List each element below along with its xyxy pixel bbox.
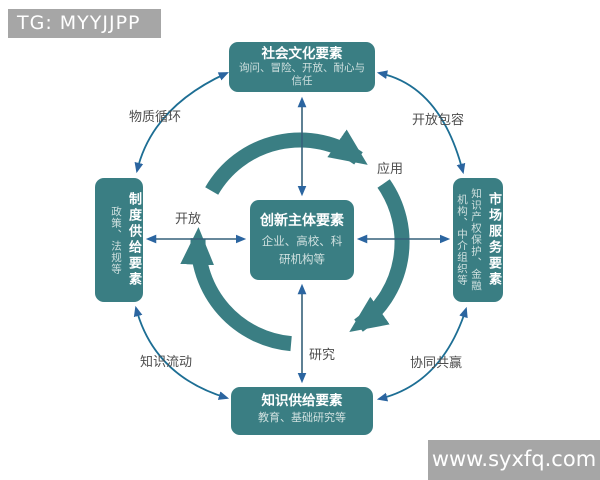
node-market-service: 市场服务要素 知识产权保护、金融机构、中介组织等 bbox=[453, 178, 503, 302]
header-tag-label: TG: MYYJJPP bbox=[17, 12, 141, 34]
watermark-bar: www.syxfq.com bbox=[428, 440, 600, 480]
node-innovation-subject-title: 创新主体要素 bbox=[260, 213, 344, 229]
label-research: 研究 bbox=[308, 348, 336, 363]
link-knowledge-institution-arrow bbox=[133, 305, 230, 400]
node-institution-supply: 制度供给要素 政策、法规等 bbox=[95, 178, 143, 302]
header-tag-bar: TG: MYYJJPP bbox=[8, 9, 161, 38]
label-material-cycle: 物质循环 bbox=[128, 110, 182, 125]
link-culture-market-arrow bbox=[376, 70, 466, 175]
label-apply: 应用 bbox=[376, 162, 404, 177]
link-institution-culture-arrow bbox=[134, 72, 230, 174]
node-social-culture-title: 社会文化要素 bbox=[261, 46, 343, 62]
label-win-win: 协同共赢 bbox=[409, 356, 463, 371]
node-knowledge-supply-title: 知识供给要素 bbox=[261, 393, 343, 409]
node-institution-supply-title: 制度供给要素 bbox=[126, 192, 141, 288]
watermark-site-label: www.syxfq.com bbox=[431, 447, 597, 471]
node-innovation-subject: 创新主体要素 企业、高校、科研机构等 bbox=[250, 200, 354, 280]
label-knowledge-flow: 知识流动 bbox=[139, 355, 193, 370]
label-open: 开放 bbox=[174, 212, 202, 227]
cycle-arc-top-arrow bbox=[205, 129, 368, 195]
label-open-inclusive: 开放包容 bbox=[411, 113, 465, 128]
node-innovation-subject-subtitle: 企业、高校、科研机构等 bbox=[261, 234, 343, 266]
node-knowledge-supply-subtitle: 教育、基础研究等 bbox=[258, 411, 346, 424]
node-knowledge-supply: 知识供给要素 教育、基础研究等 bbox=[231, 387, 373, 435]
node-institution-supply-subtitle: 政策、法规等 bbox=[110, 205, 122, 275]
node-market-service-title: 市场服务要素 bbox=[486, 192, 501, 288]
link-market-knowledge-arrow bbox=[376, 306, 468, 402]
node-market-service-subtitle: 知识产权保护、金融机构、中介组织等 bbox=[456, 188, 482, 292]
node-social-culture-subtitle: 询问、冒险、开放、耐心与信任 bbox=[239, 62, 365, 87]
cycle-arc-right-arrow bbox=[349, 179, 410, 333]
node-social-culture: 社会文化要素 询问、冒险、开放、耐心与信任 bbox=[229, 42, 375, 92]
